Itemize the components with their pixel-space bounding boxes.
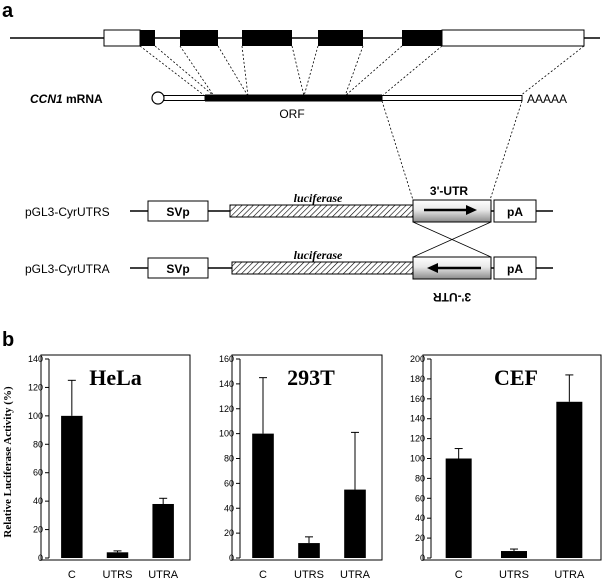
bar <box>556 401 583 558</box>
utr-connectors <box>381 100 523 201</box>
y-tick-label: 140 <box>28 354 43 364</box>
arrow-right-icon <box>466 205 477 215</box>
y-tick-label: 200 <box>410 354 425 364</box>
x-category-label: C <box>259 569 267 581</box>
orf-bar <box>205 94 382 102</box>
y-tick-label: 20 <box>33 525 43 535</box>
y-tick-label: 100 <box>28 411 43 421</box>
exon-3 <box>242 30 292 46</box>
y-tick-label: 80 <box>415 473 425 483</box>
chart-title: 293T <box>287 365 335 390</box>
x-category-label: C <box>455 569 463 581</box>
y-tick-label: 0 <box>420 553 425 563</box>
y-tick-label: 0 <box>229 553 234 563</box>
y-tick-label: 40 <box>33 496 43 506</box>
construct-utrs: SVp luciferase 3'-UTR pA <box>130 184 553 223</box>
y-axis-label: Relative Luciferase Activity (%) <box>2 386 14 538</box>
chart-title: HeLa <box>89 365 142 390</box>
arrow-left-icon <box>427 263 438 273</box>
x-category-label: UTRA <box>554 569 585 581</box>
exon-4 <box>318 30 363 46</box>
y-tick-label: 40 <box>415 513 425 523</box>
chart-frame <box>40 354 191 561</box>
panel-a-letter: a <box>2 0 14 22</box>
y-tick-label: 60 <box>33 468 43 478</box>
y-tick-label: 20 <box>415 533 425 543</box>
y-tick-label: 120 <box>219 404 234 414</box>
gene-structure <box>10 29 600 47</box>
bar <box>500 551 528 558</box>
chart-1: 0 20 40 60 80 100 120 140 160 293T C UTRS UTRA <box>219 354 383 581</box>
utr-label: 3'-UTR <box>430 184 469 198</box>
y-tick-label: 80 <box>33 439 43 449</box>
y-tick-label: 80 <box>224 454 234 464</box>
x-category-label: UTRA <box>340 569 371 581</box>
luciferase-bar <box>231 261 414 275</box>
y-tick-label: 100 <box>410 454 425 464</box>
y-tick-label: 140 <box>410 414 425 424</box>
bar <box>445 458 472 558</box>
y-tick-label: 60 <box>415 493 425 503</box>
bar <box>344 489 366 558</box>
chart-frame <box>422 354 602 561</box>
panel-b-letter: b <box>2 329 14 351</box>
construct1-name: pGL3-CyrUTRS <box>25 205 110 219</box>
pa-label: pA <box>507 262 523 276</box>
inversion-cross <box>412 221 492 258</box>
y-tick-label: 180 <box>410 374 425 384</box>
y-tick-label: 40 <box>224 503 234 513</box>
exon-connectors <box>139 45 585 97</box>
promoter-label: SVp <box>166 262 189 276</box>
y-tick-label: 160 <box>410 394 425 404</box>
luciferase-bar <box>229 204 414 218</box>
construct2-name: pGL3-CyrUTRA <box>25 262 110 276</box>
bar <box>61 415 83 558</box>
exon-1 <box>140 30 155 46</box>
utr-label-inverted: 3'-UTR <box>433 290 472 304</box>
utr-bar <box>381 95 523 101</box>
mrna <box>151 91 523 105</box>
x-category-label: C <box>68 569 76 581</box>
chart-title: CEF <box>494 365 538 390</box>
y-tick-label: 140 <box>219 379 234 389</box>
x-category-label: UTRS <box>499 569 529 581</box>
y-tick-label: 160 <box>219 354 234 364</box>
cap-icon <box>151 91 165 105</box>
y-tick-label: 0 <box>38 553 43 563</box>
mrna-label: CCN1 mRNA <box>30 92 103 106</box>
bar <box>298 543 320 558</box>
construct-utra: SVp luciferase 3'-UTR pA <box>130 248 553 304</box>
bar <box>152 503 174 558</box>
chart-frame <box>231 354 383 561</box>
y-tick-label: 60 <box>224 478 234 488</box>
bar <box>106 552 129 558</box>
promoter-label: SVp <box>166 205 189 219</box>
exon-3utr <box>441 29 585 47</box>
orf-label: ORF <box>279 107 304 121</box>
y-tick-label: 20 <box>224 528 234 538</box>
polya-label: AAAAA <box>527 92 567 106</box>
luciferase-label: luciferase <box>294 191 343 205</box>
y-tick-label: 120 <box>28 382 43 392</box>
y-tick-label: 120 <box>410 434 425 444</box>
y-tick-label: 100 <box>219 429 234 439</box>
exon-2 <box>180 30 218 46</box>
x-category-label: UTRS <box>294 569 324 581</box>
x-category-label: UTRA <box>148 569 179 581</box>
pa-label: pA <box>507 205 523 219</box>
exon-5 <box>402 30 442 46</box>
bar <box>252 433 274 558</box>
luciferase-label: luciferase <box>294 248 343 262</box>
x-category-label: UTRS <box>103 569 133 581</box>
exon-5utr <box>103 29 141 47</box>
